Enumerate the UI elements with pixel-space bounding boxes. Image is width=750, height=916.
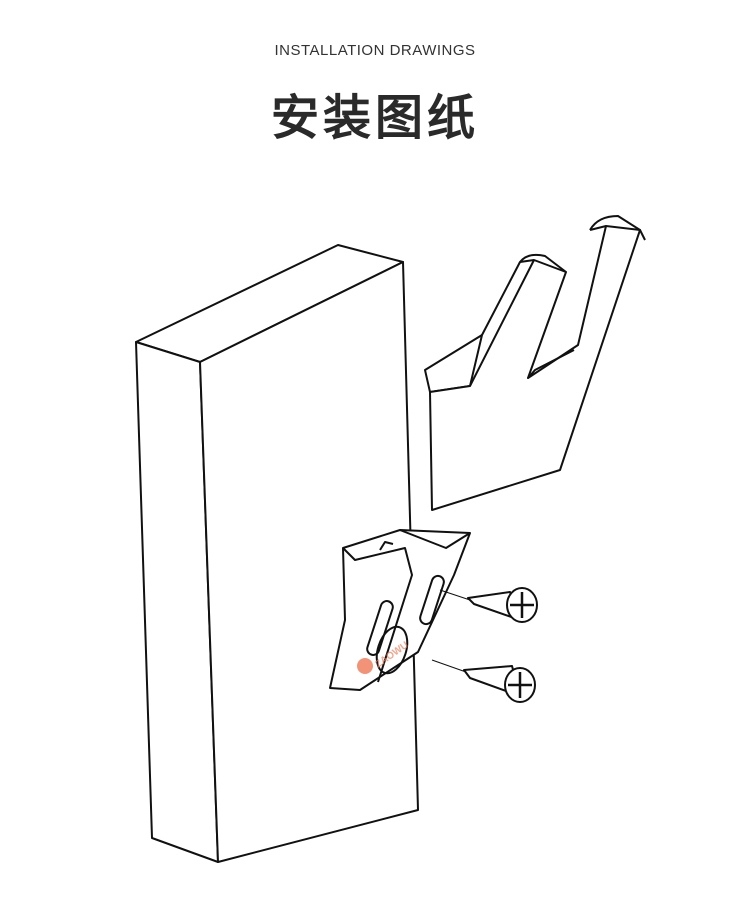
- subtitle: INSTALLATION DRAWINGS: [274, 42, 476, 59]
- hook: [424, 215, 646, 511]
- phillips-icon: [508, 672, 532, 698]
- phillips-icon: [510, 592, 534, 618]
- logo-icon: [357, 658, 373, 674]
- mounting-bracket: ZAOWU: [329, 529, 471, 691]
- screw-bottom: [431, 659, 536, 703]
- page-title: 安装图纸: [270, 90, 479, 146]
- screw-top: [439, 587, 538, 623]
- wall-board: [135, 244, 419, 863]
